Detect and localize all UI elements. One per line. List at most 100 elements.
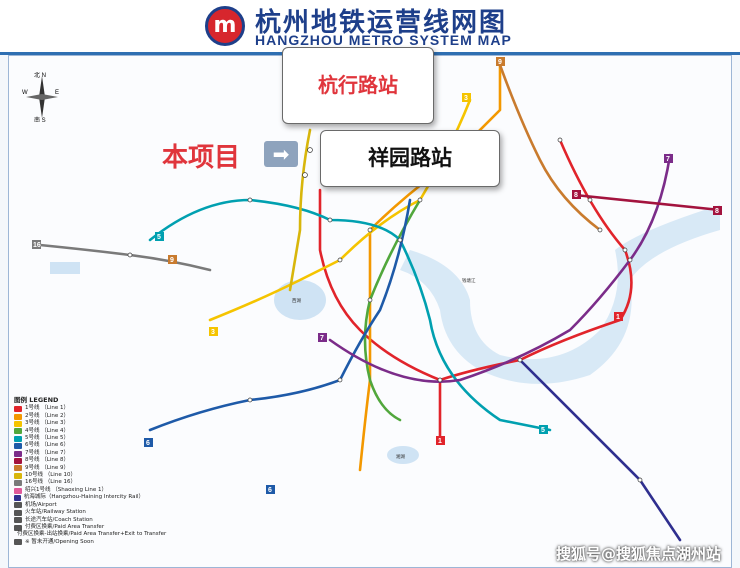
badge-bg: [713, 206, 722, 215]
legend-swatch: [14, 413, 22, 420]
legend-item: 2号线 （Line 2）: [14, 413, 144, 420]
legend-label: 1号线 （Line 1）: [25, 405, 69, 412]
legend-label: 3号线 （Line 3）: [25, 420, 69, 427]
line-9-route: [498, 63, 602, 232]
badge-line-1: 1: [438, 438, 442, 445]
legend-swatch: [14, 428, 22, 435]
legend-label: 5号线 （Line 5）: [25, 435, 69, 442]
line-8-route: [573, 193, 722, 212]
badge-bg: [572, 190, 581, 199]
line-4-route: [363, 198, 422, 422]
badge-line-1: 1: [616, 314, 620, 321]
compass-north-label: 北 N: [34, 72, 46, 79]
legend-label: 10号线 （Line 10）: [25, 472, 76, 479]
legend-swatch: [14, 517, 22, 524]
badge-bg: [436, 436, 445, 445]
badge-bg: [539, 425, 548, 434]
station-dot: [557, 137, 563, 143]
watermark: 搜狐号@搜狐焦点湖州站: [556, 545, 722, 563]
hangzhou-metro-logo: m: [205, 6, 245, 46]
compass-icon: 北 N 南 S W E: [22, 71, 59, 124]
qiantang-river-label: 钱塘江: [462, 277, 476, 284]
legend-list: 1号线 （Line 1）2号线 （Line 2）3号线 （Line 3）4号线 …: [14, 405, 166, 546]
legend-swatch: [14, 420, 22, 427]
station-dots: [127, 137, 643, 483]
legend-swatch: [14, 435, 22, 442]
legend-swatch: [14, 406, 22, 413]
badge-bg: [144, 438, 153, 447]
legend-swatch: [14, 494, 21, 501]
station-dot: [337, 377, 343, 383]
legend-item: 3号线 （Line 3）: [14, 420, 144, 427]
badge-bg: [209, 327, 218, 336]
legend-label: 付费区换乘-出站换乘/Paid Area Transfer+Exit to Tr…: [17, 531, 167, 538]
station-dot: [517, 357, 523, 363]
station-dot: [367, 227, 373, 233]
legend-item: 火车站/Railway Station: [14, 509, 144, 516]
legend-label: 机场/Airport: [25, 501, 57, 508]
legend-label: 7号线 （Line 7）: [25, 449, 69, 456]
station-dot: [397, 237, 403, 243]
badge-bg: [318, 333, 327, 342]
legend-label: 2号线 （Line 2）: [25, 412, 69, 419]
legend-swatch: [14, 457, 22, 464]
station-dot: [637, 477, 643, 483]
legend-item: 7号线 （Line 7）: [14, 450, 144, 457]
station-dot: [622, 247, 628, 253]
legend-label: ※ 暂未开通/Opening Soon: [25, 538, 94, 545]
legend-item: 4号线 （Line 4）: [14, 428, 144, 435]
badge-bg: [168, 255, 177, 264]
legend-item: 5号线 （Line 5）: [14, 435, 144, 442]
badge-line-5: 5: [541, 427, 545, 434]
legend-item: 长途汽车站/Coach Station: [14, 517, 144, 524]
legend-item: 付费区换乘/Paid Area Transfer: [14, 524, 144, 531]
station-dot: [302, 172, 308, 178]
legend-item: 9号线 （Line 9）: [14, 465, 144, 472]
station-dot: [327, 217, 333, 223]
legend: 图例 LEGEND 1号线 （Line 1）2号线 （Line 2）3号线 （L…: [14, 396, 166, 546]
badge-line-16: 16: [33, 242, 41, 249]
legend-swatch: [14, 480, 22, 487]
xiangyuan-road-callout: 祥园路站: [320, 130, 500, 187]
qiantang-river: [400, 205, 720, 384]
hangxing-road-callout: 杭行路站: [282, 47, 434, 124]
legend-item: 6号线 （Line 6）: [14, 442, 144, 450]
legend-item: 8号线 （Line 8）: [14, 457, 144, 464]
badge-line-6: 6: [268, 487, 272, 494]
legend-label: 长途汽车站/Coach Station: [25, 516, 93, 523]
legend-label: 8号线 （Line 8）: [25, 457, 69, 464]
station-dot: [367, 297, 373, 303]
line-1-branch: [318, 188, 442, 382]
legend-swatch: [14, 472, 22, 479]
station-dot: [597, 227, 603, 233]
legend-item: 杭海城际（Hangzhou-Haining Intercity Rail）: [14, 494, 144, 501]
line-badges: 3 9 7 8 8 1 1 5 6 5 9 3 7 6 16: [32, 57, 722, 494]
badge-line-8: 8: [715, 208, 719, 215]
legend-label: 杭海城际（Hangzhou-Haining Intercity Rail）: [23, 494, 144, 501]
legend-swatch: [14, 539, 22, 546]
west-lake-label: 西湖: [292, 297, 301, 304]
compass-needle-ew: [26, 94, 58, 100]
badge-bg: [614, 312, 623, 321]
legend-item: 付费区换乘-出站换乘/Paid Area Transfer+Exit to Tr…: [14, 531, 166, 538]
badge-line-3: 3: [464, 95, 468, 102]
compass-rose: 北 N 南 S W E: [22, 71, 62, 124]
badge-line-8: 8: [574, 192, 578, 199]
legend-swatch: [14, 509, 22, 516]
badge-line-9: 9: [498, 59, 502, 66]
badge-bg: [32, 240, 41, 249]
badge-line-6: 6: [146, 440, 150, 447]
legend-swatch: [14, 502, 22, 509]
badge-bg: [155, 232, 164, 241]
legend-item: 绍兴1号线 （Shaoxing Line 1）: [14, 487, 144, 494]
legend-swatch: [14, 450, 22, 457]
legend-label: 绍兴1号线 （Shaoxing Line 1）: [25, 486, 108, 493]
station-dot: [417, 197, 423, 203]
station-dot: [587, 197, 593, 203]
badge-line-7: 7: [320, 335, 324, 342]
legend-label: 16号线 （Line 16）: [25, 479, 76, 486]
badge-bg: [462, 93, 471, 102]
legend-item: ※ 暂未开通/Opening Soon: [14, 539, 144, 546]
compass-east-label: E: [55, 90, 59, 96]
legend-label: 火车站/Railway Station: [25, 509, 86, 516]
